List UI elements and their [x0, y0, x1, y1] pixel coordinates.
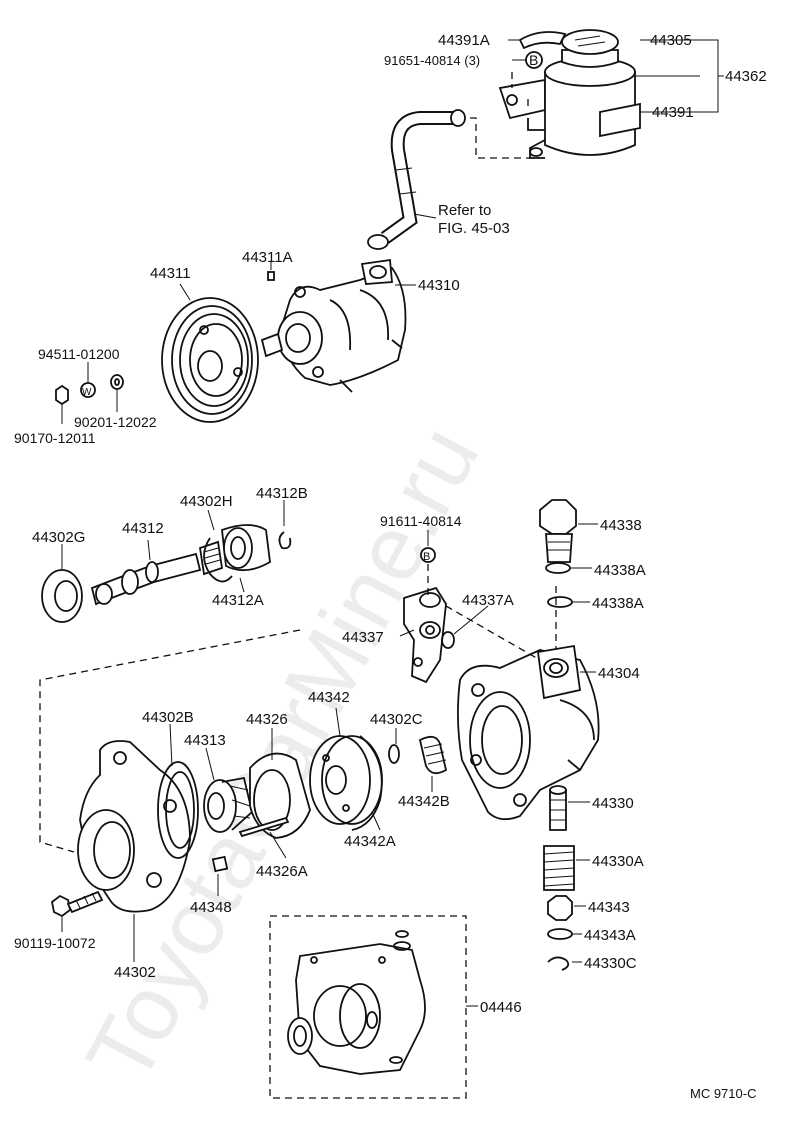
- snap-ring-44330C: [547, 956, 570, 971]
- nut-washer-group: W: [55, 374, 124, 406]
- label-44302C: 44302C: [370, 711, 423, 728]
- label-44302B: 44302B: [142, 709, 194, 726]
- label-44362: 44362: [725, 68, 767, 85]
- pin-44326A: [238, 816, 290, 838]
- label-44326A: 44326A: [256, 863, 308, 880]
- washer-marker-text: W: [82, 387, 92, 398]
- label-44342A: 44342A: [344, 833, 396, 850]
- label-91611: 91611-40814: [380, 513, 462, 529]
- label-44312A: 44312A: [212, 592, 264, 609]
- label-44391: 44391: [652, 104, 694, 121]
- key-44311A: [267, 271, 275, 281]
- label-44337A: 44337A: [462, 592, 514, 609]
- label-44304: 44304: [598, 665, 640, 682]
- pump-body-44310: [260, 258, 407, 393]
- bolt-marker-text: B: [529, 52, 538, 68]
- oring-44302C: [388, 744, 400, 764]
- vane-44348: [211, 855, 229, 873]
- hose-clamp-top: [450, 109, 466, 127]
- reservoir-leaders: [635, 39, 724, 113]
- plug-44343: [547, 895, 573, 921]
- gasket-44302B: [157, 761, 199, 859]
- gasket-kit-box: [269, 915, 467, 1099]
- reservoir-assembly: B: [498, 29, 641, 159]
- refer-fig-text: FIG. 45-03: [438, 220, 510, 237]
- oring-44343A: [547, 928, 573, 940]
- label-44391A: 44391A: [438, 32, 490, 49]
- union-bracket-44337: [403, 586, 447, 684]
- outlet-fitting: [529, 147, 543, 157]
- spring-44342B: [418, 735, 448, 775]
- suction-hose: [367, 109, 466, 250]
- label-90119: 90119-10072: [14, 935, 96, 951]
- front-housing-44304: [457, 644, 600, 821]
- label-44342B: 44342B: [398, 793, 450, 810]
- cap-ridge: [574, 35, 606, 47]
- cam-ring-44326: [249, 752, 311, 839]
- label-90170: 90170-12011: [14, 430, 96, 446]
- label-44312: 44312: [122, 520, 164, 537]
- figure-code: MC 9710-C: [690, 1086, 756, 1101]
- snap-ring-44302H: [203, 537, 233, 583]
- hose-clamp-bottom: [367, 234, 389, 250]
- bolt-marker-text-2: B: [423, 551, 430, 563]
- label-44302H: 44302H: [180, 493, 233, 510]
- flow-valve-44330: [549, 785, 567, 831]
- rotor-44313: [203, 776, 253, 833]
- bolt-90119: [51, 890, 104, 918]
- label-44343A: 44343A: [584, 927, 636, 944]
- label-44312B: 44312B: [256, 485, 308, 502]
- reservoir-clip: [518, 31, 567, 50]
- hose-dashed-link: [470, 117, 540, 159]
- label-44326: 44326: [246, 711, 288, 728]
- label-44310: 44310: [418, 277, 460, 294]
- label-44342: 44342: [308, 689, 350, 706]
- label-44338A-1: 44338A: [594, 562, 646, 579]
- shaft-44312: [90, 540, 224, 606]
- label-44330: 44330: [592, 795, 634, 812]
- reservoir-cap: [561, 29, 619, 55]
- part-labels: 44391A 91651-40814 (3) 44305 44362 44391…: [14, 32, 767, 1016]
- label-90201: 90201-12022: [74, 414, 157, 430]
- label-44338: 44338: [600, 517, 642, 534]
- refer-to-text: Refer to: [438, 202, 491, 219]
- rear-housing-44302: [77, 740, 191, 913]
- side-plate-44342: [309, 735, 383, 825]
- label-44305: 44305: [650, 32, 692, 49]
- label-44338A-2: 44338A: [592, 595, 644, 612]
- cap-base: [561, 49, 619, 68]
- oring-44342A: [351, 735, 383, 831]
- label-44302G: 44302G: [32, 529, 85, 546]
- gasket-kit-04446: [287, 930, 426, 1075]
- oring-44338A-2: [547, 596, 573, 608]
- fitting-44338: [539, 499, 577, 574]
- bearing-44312A: [203, 524, 271, 583]
- label-44330C: 44330C: [584, 955, 637, 972]
- label-44330A: 44330A: [592, 853, 644, 870]
- union-dashed-link: [427, 564, 557, 661]
- spring-44330A: [543, 845, 575, 891]
- oring-44337A: [441, 631, 455, 649]
- label-44348: 44348: [190, 899, 232, 916]
- bracket-hole: [506, 94, 518, 106]
- label-44313: 44313: [184, 732, 226, 749]
- label-44311A: 44311A: [242, 249, 293, 266]
- label-44302: 44302: [114, 964, 156, 981]
- label-94511: 94511-01200: [38, 346, 120, 362]
- label-44343: 44343: [588, 899, 630, 916]
- pulley-44311: [161, 297, 259, 423]
- oil-seal-44302G: [41, 569, 83, 623]
- label-44337: 44337: [342, 629, 384, 646]
- label-91651: 91651-40814 (3): [384, 53, 480, 68]
- label-04446: 04446: [480, 999, 522, 1016]
- oring-44338A-1: [545, 562, 571, 574]
- label-44311: 44311: [150, 265, 191, 282]
- reservoir-band: [599, 102, 641, 138]
- shaft-dashed-link: [39, 629, 301, 853]
- snap-ring-44312B: [278, 531, 292, 550]
- bolt-marker-b2: [420, 547, 436, 563]
